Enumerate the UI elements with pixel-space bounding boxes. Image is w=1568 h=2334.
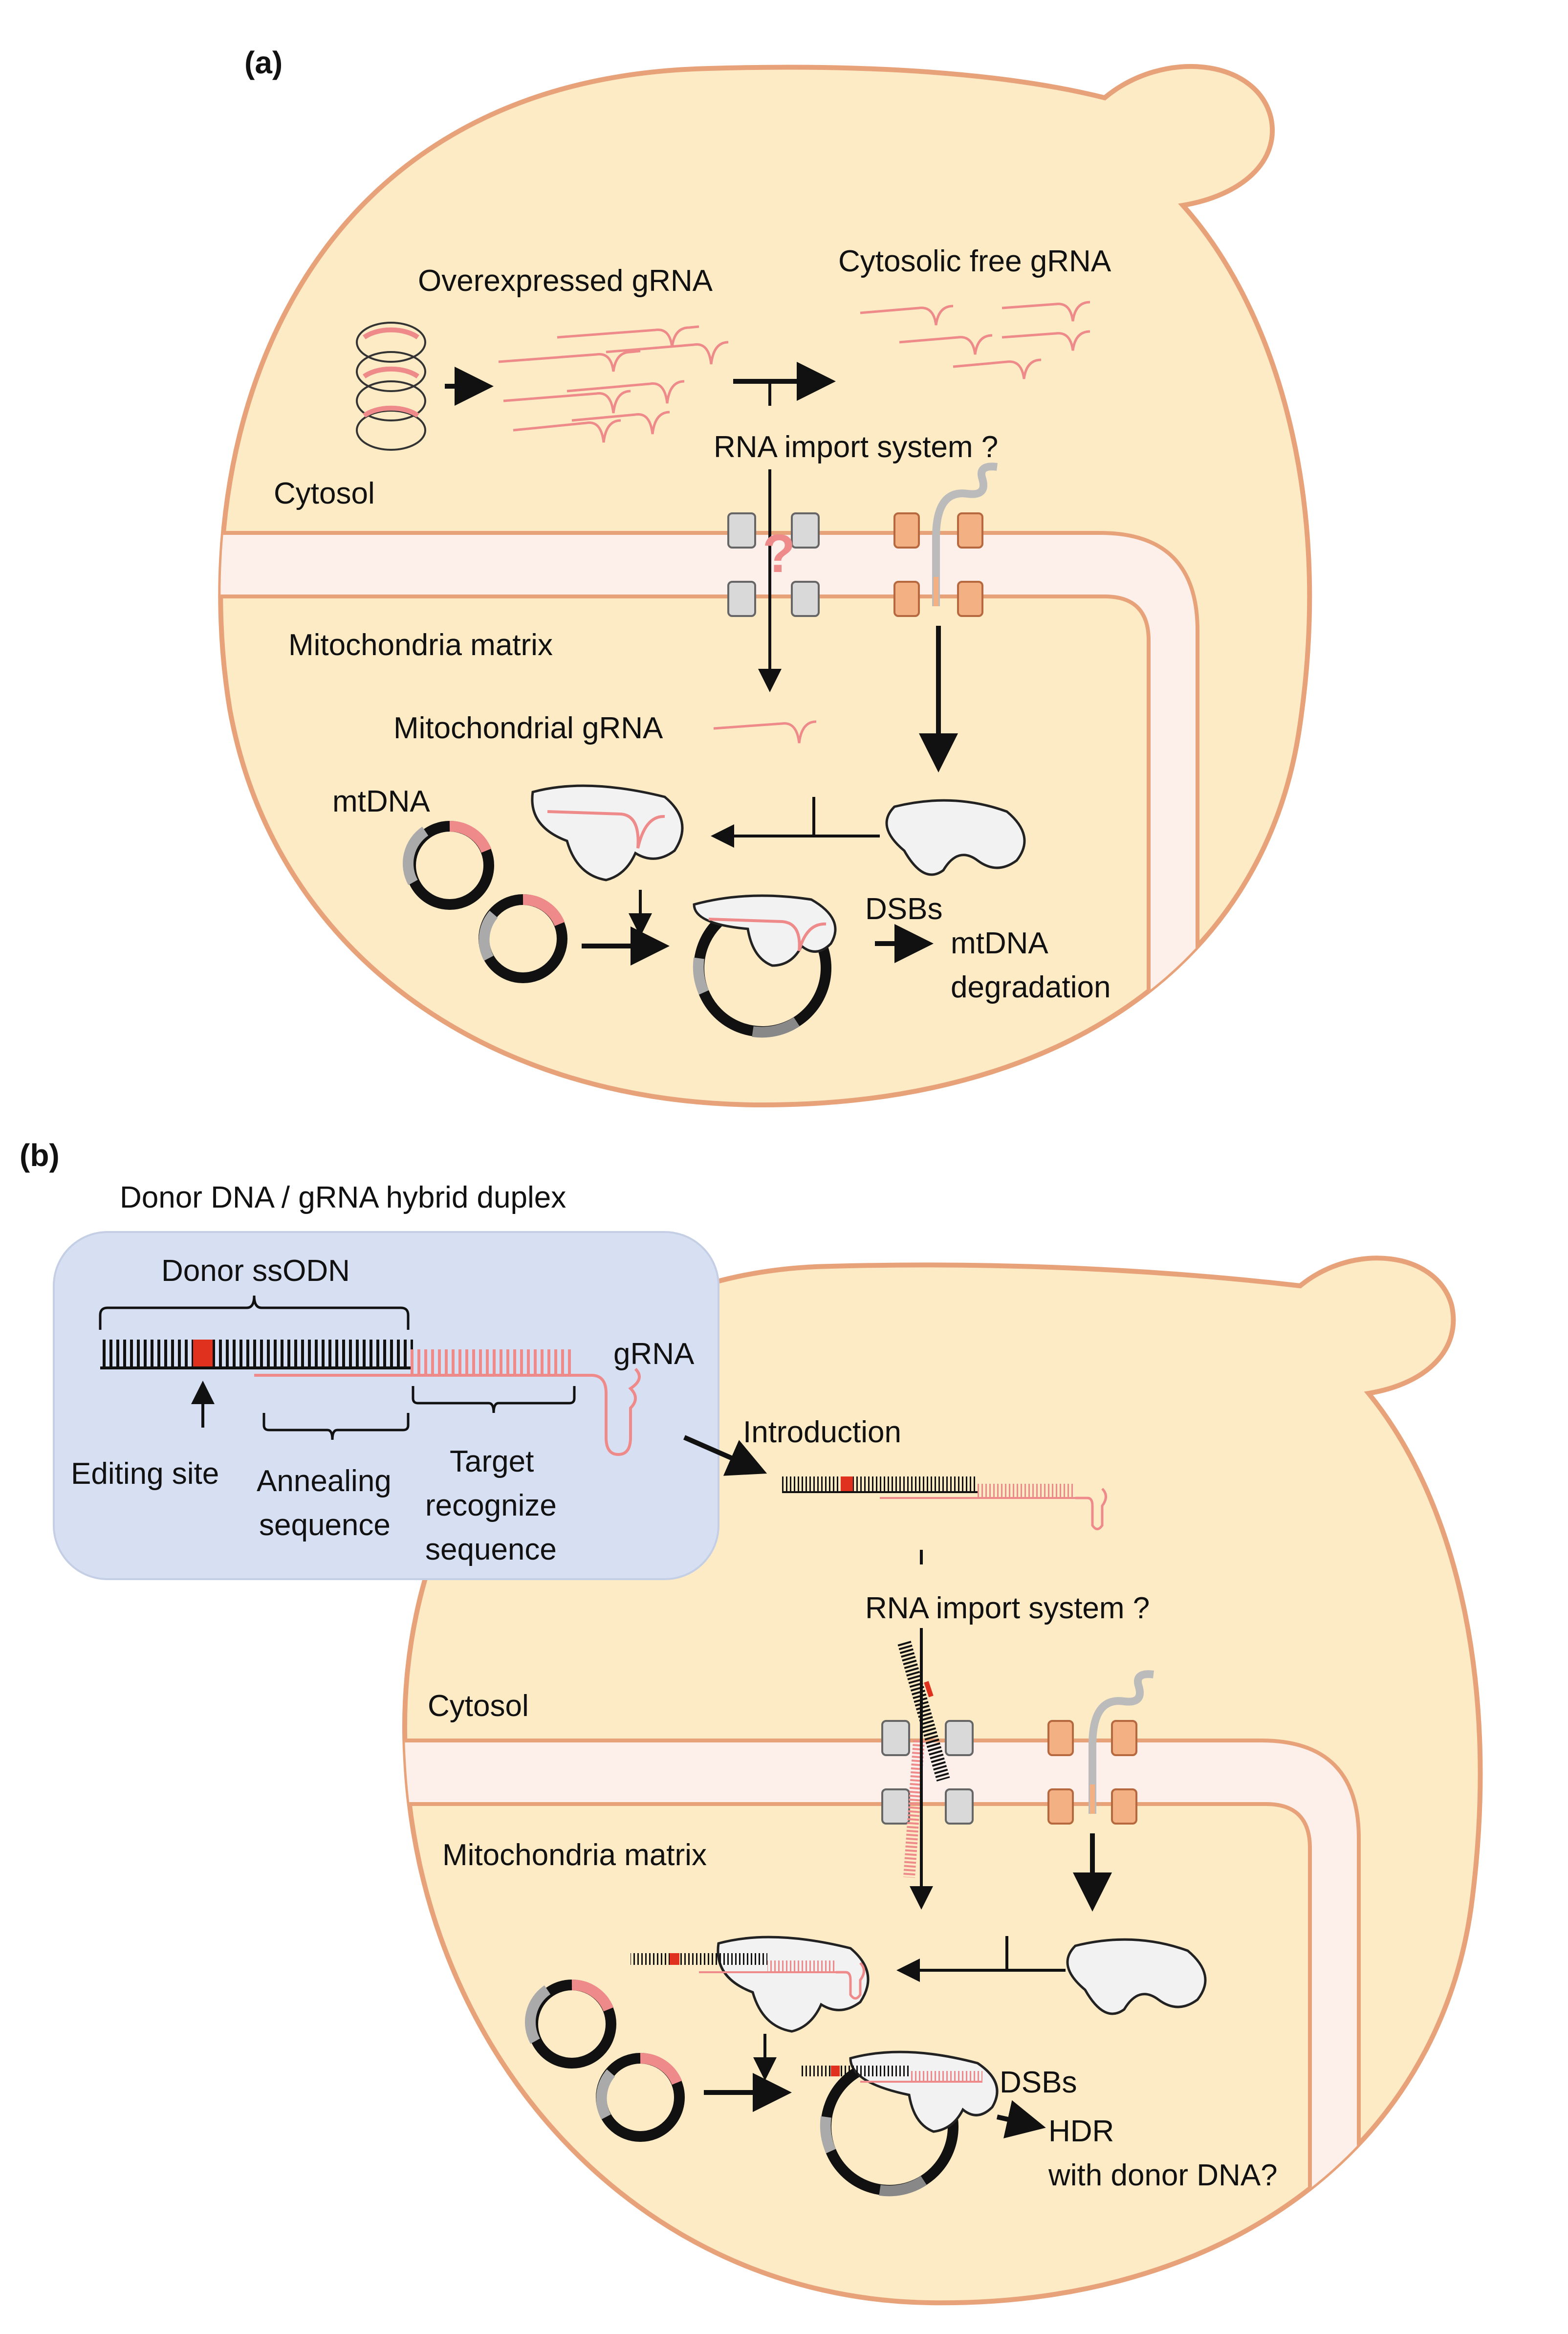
cas9-protein-a (885, 799, 1026, 876)
label-editing-site: Editing site (71, 1457, 219, 1491)
pore-gray-b (881, 1720, 974, 1825)
label-rna-import-system-b: RNA import system ? (865, 1591, 1150, 1625)
label-hybrid-duplex-title: Donor DNA / gRNA hybrid duplex (120, 1181, 566, 1214)
precursor-protein-strand (932, 462, 998, 606)
label-cytosol-a: Cytosol (274, 477, 375, 510)
panel-b-label: (b) (20, 1138, 60, 1173)
overexpressed-grna-cluster (498, 325, 729, 443)
target-mtdna-b (802, 2050, 999, 2197)
pore-gray-a (727, 512, 820, 617)
hybrid-duplex-box (53, 1231, 719, 1580)
duplex-crossing-membrane (897, 1641, 950, 1878)
target-mtdna-a (693, 894, 837, 1038)
label-overexpressed-grna: Overexpressed gRNA (418, 264, 713, 298)
label-annealing-1: Annealing (257, 1464, 392, 1498)
target-brace (412, 1386, 576, 1413)
donor-brace (99, 1295, 410, 1330)
label-outcome-a-2: degradation (951, 970, 1111, 1004)
label-target-1: Target (450, 1445, 534, 1478)
cas9-grna-complex-a (531, 784, 684, 881)
mtdna-circles-b (525, 1979, 685, 2142)
label-mitochondria-matrix-b: Mitochondria matrix (442, 1838, 707, 1872)
label-outcome-a-1: mtDNA (951, 926, 1048, 960)
donor-ssodn-ticks (100, 1340, 413, 1366)
precursor-protein-strand-b (1089, 1670, 1154, 1814)
label-target-3: sequence (425, 1533, 557, 1566)
pore-orange-a (893, 512, 983, 617)
pore-question-mark: ? (762, 524, 795, 584)
label-cytosol-b: Cytosol (428, 1689, 529, 1723)
label-cytosolic-free-grna: Cytosolic free gRNA (838, 244, 1111, 278)
label-mitochondria-matrix-a: Mitochondria matrix (288, 628, 553, 662)
editing-site-mark (193, 1340, 213, 1366)
label-rna-import-system-a: RNA import system ? (714, 430, 998, 464)
grna-scaffold-icon (567, 1367, 641, 1456)
label-dsbs-b: DSBs (1000, 2066, 1077, 2099)
annealing-brace (262, 1413, 410, 1440)
label-introduction: Introduction (743, 1415, 901, 1449)
introduced-duplex (782, 1476, 1107, 1530)
label-dsbs-a: DSBs (865, 892, 942, 926)
mito-membrane-b (404, 1739, 1361, 2303)
panel-a: (a) (218, 45, 1312, 1108)
label-outcome-b-1: HDR (1048, 2114, 1114, 2148)
label-annealing-2: sequence (259, 1508, 391, 1542)
label-target-2: recognize (425, 1489, 557, 1522)
label-donor-ssodn: Donor ssODN (161, 1254, 350, 1288)
label-mtdna-a: mtDNA (332, 785, 430, 818)
label-grna: gRNA (613, 1337, 695, 1371)
label-mitochondrial-grna: Mitochondrial gRNA (393, 711, 663, 745)
mitochondrial-grna (713, 720, 817, 744)
panel-b: (b) Donor DNA / gRNA hybrid duplex Donor… (20, 1138, 1483, 2306)
cas9-duplex-complex-b (631, 1936, 870, 2033)
arrow-introduction (683, 1435, 767, 1476)
pore-orange-b (1047, 1720, 1137, 1825)
mito-membrane-a (220, 531, 1199, 1105)
plasmid-coil-icon (356, 322, 426, 451)
cytosolic-grna-cluster (860, 301, 1090, 379)
target-recognize-ticks (411, 1349, 572, 1374)
label-outcome-b-2: with donor DNA? (1048, 2158, 1278, 2192)
cas9-protein-b (1066, 1938, 1207, 2015)
panel-a-label: (a) (244, 45, 283, 80)
mtdna-circles-a (403, 820, 567, 983)
